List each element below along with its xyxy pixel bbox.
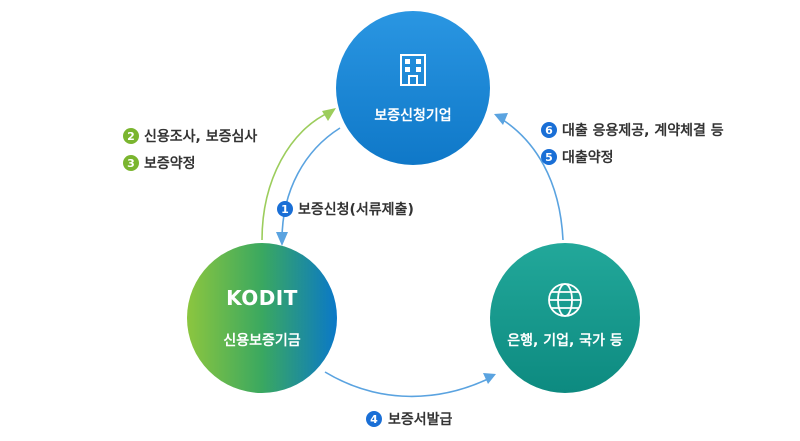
step-badge	[541, 149, 557, 165]
arrow-kodit-to-company	[261, 111, 331, 241]
step-3: 3 보증약정	[123, 155, 196, 172]
step-text: 신용조사, 보증심사	[144, 129, 257, 145]
step-badge-num: 6	[545, 124, 553, 137]
step-4: 4 보증서발급	[366, 411, 453, 428]
step-1: 1 보증신청(서류제출)	[277, 201, 414, 218]
step-6: 6 대출 응용제공, 계약체결 등	[541, 122, 724, 139]
arrow-company-to-kodit	[281, 127, 341, 241]
node-kodit-label: 신용보증기금	[223, 333, 300, 349]
building-icon	[400, 54, 426, 86]
node-bank: 은행, 기업, 국가 등	[490, 243, 640, 393]
arrow-bank-to-company	[499, 117, 564, 241]
node-company-label: 보증신청기업	[374, 108, 451, 124]
kodit-logo: KODIT	[226, 286, 298, 310]
step-badge-num: 1	[281, 203, 289, 216]
arrow-head-blue-4	[483, 373, 496, 384]
step-badge	[277, 201, 293, 217]
node-bank-label: 은행, 기업, 국가 등	[507, 333, 623, 349]
step-5: 5 대출약정	[541, 149, 614, 166]
globe-icon	[548, 283, 582, 317]
step-badge	[541, 122, 557, 138]
arrow-head-blue-5	[494, 113, 508, 125]
step-badge-num: 5	[545, 151, 553, 164]
step-badge	[123, 155, 139, 171]
step-badge	[366, 411, 382, 427]
node-kodit: KODIT 신용보증기금	[187, 243, 337, 393]
step-2: 2 신용조사, 보증심사	[123, 128, 257, 145]
step-badge-num: 3	[127, 157, 135, 170]
step-text: 대출 응용제공, 계약체결 등	[562, 122, 724, 139]
arrow-head-green	[322, 108, 336, 121]
step-badge-num: 4	[370, 413, 378, 426]
arrow-kodit-to-bank	[324, 371, 491, 398]
step-text: 보증신청(서류제출)	[298, 201, 414, 218]
node-company: 보증신청기업	[336, 11, 490, 165]
step-badge-num: 2	[127, 130, 135, 143]
arrow-head-blue-1	[276, 232, 288, 246]
step-text: 보증약정	[144, 155, 196, 172]
step-text: 보증서발급	[388, 411, 453, 428]
step-badge	[123, 128, 139, 144]
step-text: 대출약정	[562, 149, 614, 166]
